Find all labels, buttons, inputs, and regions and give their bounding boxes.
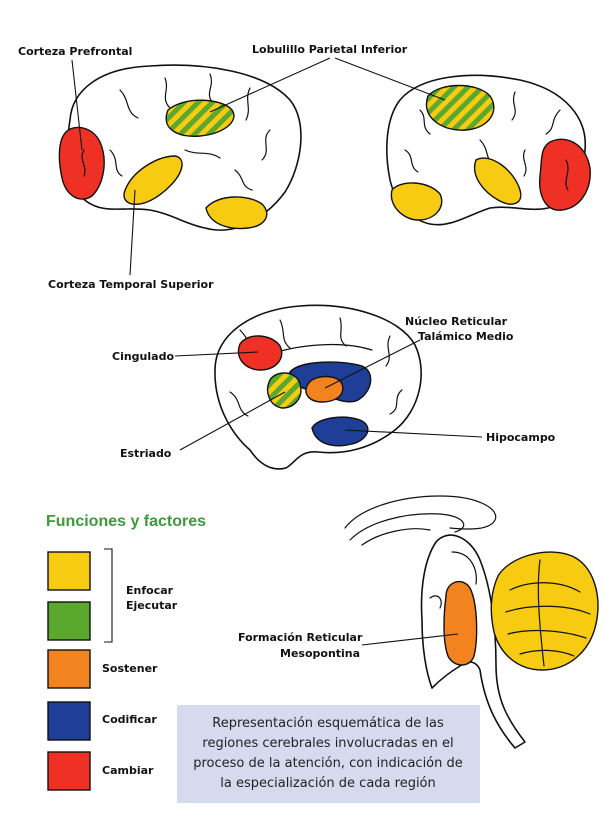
hippocampus-region	[312, 417, 368, 446]
left-lateral-brain	[59, 65, 301, 230]
legend-label-cambiar: Cambiar	[102, 764, 154, 777]
legend-label-ejecutar: Ejecutar	[126, 599, 178, 612]
reticular-formation-region	[444, 582, 477, 665]
label-temporal: Corteza Temporal Superior	[48, 278, 214, 291]
label-thalamic-line2: Talámico Medio	[418, 330, 514, 343]
legend-swatch-yellow	[48, 552, 90, 590]
prefrontal-cortex-region-right	[540, 139, 591, 210]
caption-line-2: regiones cerebrales involucradas en el	[202, 736, 453, 751]
sustain-nucleus-region	[306, 377, 343, 403]
striatum-region	[268, 373, 301, 408]
label-cingulate: Cingulado	[112, 350, 174, 363]
legend-label-sostener: Sostener	[102, 662, 158, 675]
caption-line-3: proceso de la atención, con indicación d…	[193, 756, 463, 771]
caption-line-1: Representación esquemática de las	[212, 716, 444, 731]
label-prefrontal: Corteza Prefrontal	[18, 45, 132, 58]
legend-swatch-green	[48, 602, 90, 640]
legend-label-codificar: Codificar	[102, 713, 157, 726]
legend-swatch-orange	[48, 650, 90, 688]
legend-bracket	[104, 549, 112, 642]
label-striatum: Estriado	[120, 447, 172, 460]
label-parietal: Lobulillo Parietal Inferior	[252, 43, 408, 56]
legend-label-enfocar: Enfocar	[126, 584, 174, 597]
cortex-arc	[345, 496, 496, 529]
leader-parietal-right	[335, 58, 445, 100]
cerebellum-right	[391, 183, 441, 220]
caption-line-4: la especialización de cada región	[220, 776, 436, 791]
cortex-arc	[362, 529, 430, 545]
label-reticular-line2: Mesopontina	[280, 647, 360, 660]
prefrontal-cortex-region	[59, 127, 104, 199]
right-lateral-brain	[387, 75, 590, 224]
medial-brain	[215, 305, 421, 469]
caption-box: Representación esquemática de las region…	[177, 705, 480, 803]
label-hippocampus: Hipocampo	[486, 431, 556, 444]
legend-swatch-blue	[48, 702, 90, 740]
label-thalamic-line1: Núcleo Reticular	[405, 315, 508, 328]
label-reticular-line1: Formación Reticular	[238, 631, 363, 644]
legend-title: Funciones y factores	[46, 513, 206, 530]
legend-swatch-red	[48, 752, 90, 790]
